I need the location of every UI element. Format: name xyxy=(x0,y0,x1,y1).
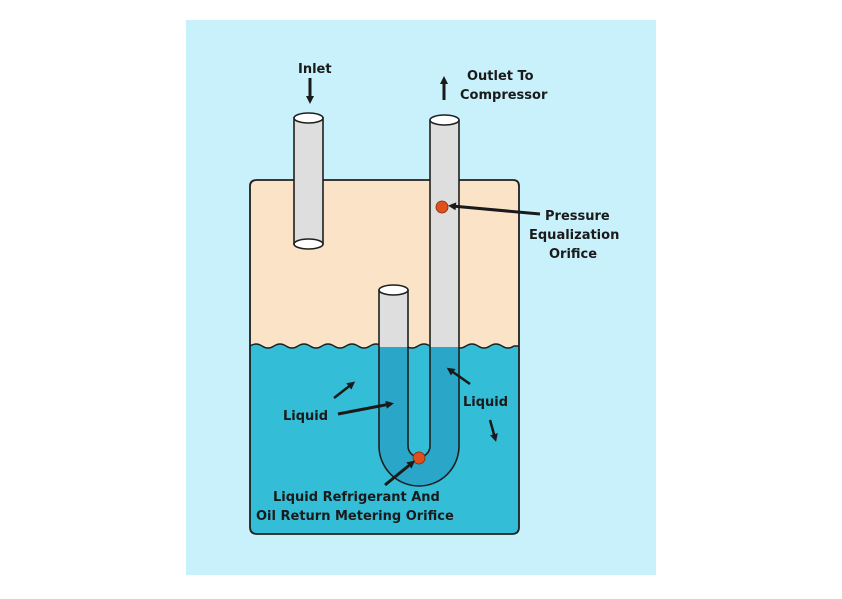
metering-orifice-leader xyxy=(384,460,416,487)
pressure-orifice-leader xyxy=(448,202,541,216)
inlet-pipe xyxy=(293,112,324,250)
pressure-label-line2: Equalization xyxy=(529,228,619,243)
metering-orifice xyxy=(412,451,426,465)
liquid-flow-arrow-down-right xyxy=(488,419,498,442)
liquid-right-leader xyxy=(446,367,471,386)
outlet-label-line2: Compressor xyxy=(460,88,548,103)
liquid-right-label: Liquid xyxy=(463,395,508,410)
pressure-equalization-orifice xyxy=(435,200,449,214)
liquid-left-label: Liquid xyxy=(283,409,328,424)
pressure-label-line3: Orifice xyxy=(549,247,597,262)
liquid-flow-arrow-upper-left xyxy=(333,381,356,399)
metering-label-line2: Oil Return Metering Orifice xyxy=(256,509,454,524)
accumulator-tank xyxy=(249,179,520,535)
liquid-left-leader xyxy=(337,400,394,416)
metering-label-line1: Liquid Refrigerant And xyxy=(273,490,440,505)
outlet-label-line1: Outlet To xyxy=(467,69,534,84)
pressure-label-line1: Pressure xyxy=(545,209,610,224)
inlet-label: Inlet xyxy=(298,62,332,77)
